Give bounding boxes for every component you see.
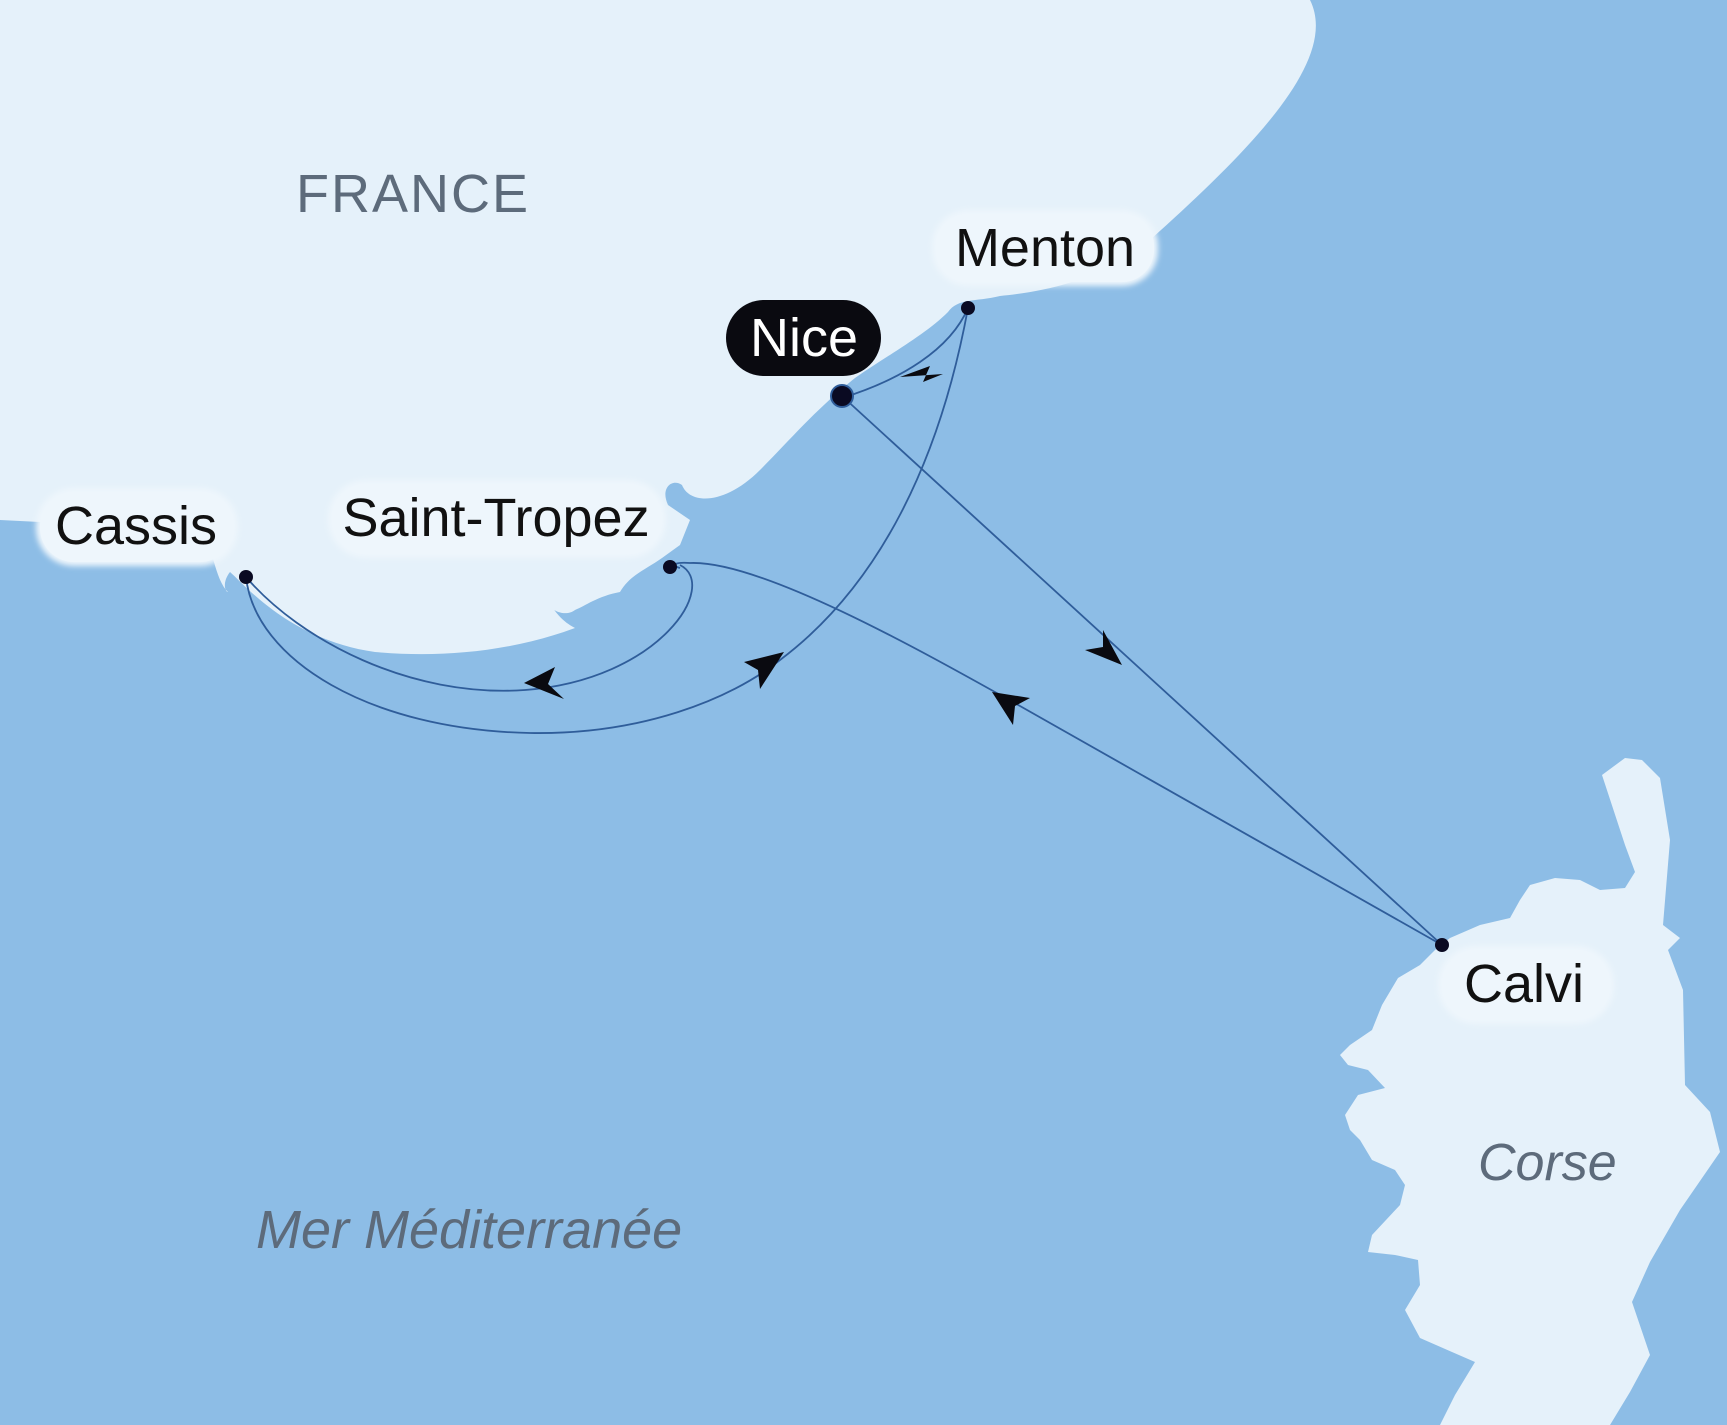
- port-name: Calvi: [1464, 954, 1584, 1014]
- route-menton-nice: [841, 307, 969, 399]
- port-marker-saint-tropez[interactable]: [663, 560, 677, 574]
- arrow-cassis-menton: [744, 652, 784, 689]
- port-label-calvi[interactable]: Calvi: [1438, 946, 1614, 1024]
- label-background: [332, 484, 662, 554]
- label-background: [40, 492, 234, 562]
- port-label-menton[interactable]: Menton: [932, 210, 1158, 286]
- port-name: Saint-Tropez: [342, 488, 649, 548]
- route-saint-tropez-cassis: [245, 564, 694, 692]
- port-label-cassis[interactable]: Cassis: [36, 488, 238, 566]
- route-arrows: [524, 366, 1122, 725]
- route-nice-calvi: [841, 395, 1443, 946]
- port-label-saint-tropez[interactable]: Saint-Tropez: [328, 480, 666, 558]
- port-label-nice[interactable]: Nice: [726, 300, 881, 376]
- route-lines: [245, 307, 1443, 946]
- port-marker-nice[interactable]: [830, 384, 854, 408]
- port-name: Menton: [955, 218, 1135, 278]
- port-name: Nice: [750, 308, 858, 368]
- port-marker-calvi[interactable]: [1435, 938, 1449, 952]
- port-marker-cassis[interactable]: [239, 570, 253, 584]
- label-background: [1442, 950, 1610, 1020]
- label-background: [936, 214, 1154, 282]
- country-label: FRANCE: [296, 164, 530, 224]
- island-label: Corse: [1478, 1134, 1617, 1192]
- arrow-menton-nice: [900, 366, 943, 382]
- arrow-calvi-saint-tropez: [992, 692, 1030, 725]
- route-calvi-saint-tropez: [673, 561, 1443, 946]
- arrow-nice-calvi: [1085, 630, 1122, 665]
- corsica-island: [1340, 758, 1720, 1425]
- port-markers: [239, 301, 1449, 952]
- port-name: Cassis: [55, 496, 217, 556]
- sea-label: Mer Méditerranée: [256, 1200, 682, 1260]
- route-cassis-menton: [245, 307, 969, 734]
- label-background: [726, 300, 881, 376]
- port-marker-menton[interactable]: [961, 301, 975, 315]
- mainland-france: [0, 0, 1316, 655]
- arrow-saint-tropez-cassis: [524, 667, 564, 699]
